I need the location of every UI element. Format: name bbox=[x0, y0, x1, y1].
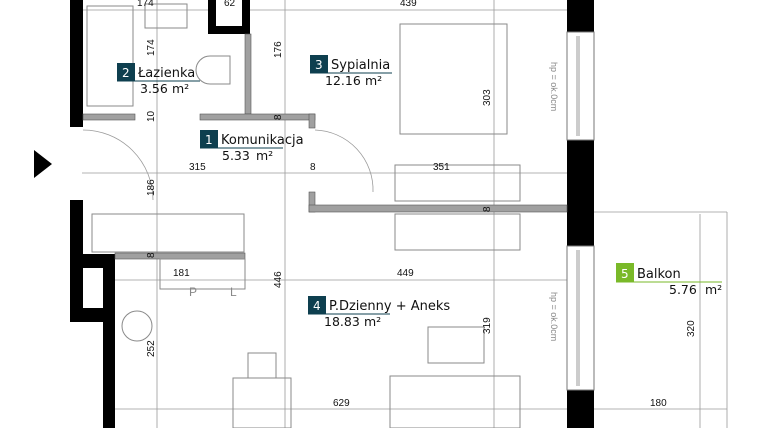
dim-label: 303 bbox=[482, 89, 493, 106]
room-label-sypialnia: 3 Sypialnia 12.16 m² bbox=[310, 55, 392, 88]
svg-text:2: 2 bbox=[122, 66, 130, 80]
svg-text:1: 1 bbox=[205, 133, 213, 147]
svg-text:Komunikacja: Komunikacja bbox=[221, 133, 304, 148]
windows bbox=[566, 31, 595, 391]
svg-text:m²: m² bbox=[172, 81, 189, 96]
dim-label: 8 bbox=[482, 206, 493, 212]
dim-label: 174 bbox=[146, 39, 157, 56]
svg-text:m²: m² bbox=[364, 314, 381, 329]
room-label-komunikacja: 1 Komunikacja 5.33 m² bbox=[200, 130, 304, 163]
furniture bbox=[82, 3, 521, 428]
dim-label: 8 bbox=[273, 114, 284, 120]
svg-text:m²: m² bbox=[705, 282, 722, 297]
bed bbox=[399, 23, 508, 135]
coffee-table bbox=[427, 326, 485, 364]
svg-text:5: 5 bbox=[621, 267, 629, 281]
svg-text:4: 4 bbox=[313, 299, 321, 313]
room-label-lazienka: 2 Łazienka 3.56 m² bbox=[117, 63, 200, 96]
svg-text:m²: m² bbox=[256, 148, 273, 163]
dim-label: 10 bbox=[146, 110, 157, 122]
svg-text:18.83: 18.83 bbox=[324, 314, 360, 329]
svg-text:m²: m² bbox=[365, 73, 382, 88]
tv-cabinet bbox=[394, 164, 521, 202]
dim-label: 186 bbox=[146, 179, 157, 196]
exterior-walls bbox=[70, 0, 594, 428]
window-note: hp = ok.0cm bbox=[549, 292, 559, 341]
chair bbox=[247, 352, 277, 379]
entrance-arrow-icon bbox=[34, 150, 52, 178]
dim-label: 176 bbox=[273, 41, 284, 58]
dim-label: 319 bbox=[482, 317, 493, 334]
wardrobe bbox=[91, 213, 245, 253]
svg-text:3.56: 3.56 bbox=[140, 81, 168, 96]
dim-label: 8 bbox=[310, 162, 316, 173]
svg-text:P.Dzienny + Aneks: P.Dzienny + Aneks bbox=[329, 299, 450, 314]
bathtub bbox=[86, 5, 134, 107]
svg-text:5.76: 5.76 bbox=[669, 282, 697, 297]
door-swing bbox=[314, 129, 374, 193]
cabinet bbox=[394, 213, 521, 251]
fridge-label-l: L bbox=[230, 285, 237, 299]
toilet bbox=[195, 55, 231, 85]
dim-label: 8 bbox=[146, 252, 157, 258]
svg-text:5.33: 5.33 bbox=[222, 148, 250, 163]
sink bbox=[121, 310, 153, 342]
svg-text:Sypialnia: Sypialnia bbox=[331, 58, 390, 73]
svg-text:Balkon: Balkon bbox=[637, 267, 681, 282]
dimension-labels: 174 62 439 174 176 303 10 8 315 8 351 18… bbox=[137, 0, 697, 409]
dim-label: 180 bbox=[650, 398, 667, 409]
room-label-balkon: 5 Balkon 5.76 m² bbox=[616, 263, 722, 297]
dim-label: 351 bbox=[433, 162, 450, 173]
dim-label: 181 bbox=[173, 268, 190, 279]
fridge-label-p: P bbox=[189, 285, 197, 299]
dim-label: 174 bbox=[137, 0, 154, 9]
dining-table bbox=[232, 377, 292, 428]
dim-label: 439 bbox=[400, 0, 417, 9]
svg-text:Łazienka: Łazienka bbox=[137, 66, 195, 81]
dim-label: 629 bbox=[333, 398, 350, 409]
dim-label: 315 bbox=[189, 162, 206, 173]
sofa bbox=[389, 375, 521, 428]
dim-label: 449 bbox=[397, 268, 414, 279]
dim-label: 62 bbox=[224, 0, 236, 9]
partition-walls bbox=[82, 33, 568, 260]
svg-text:3: 3 bbox=[315, 58, 323, 72]
door-swing bbox=[82, 129, 154, 201]
svg-text:12.16: 12.16 bbox=[325, 73, 361, 88]
dim-label: 252 bbox=[146, 340, 157, 357]
washbasin bbox=[144, 3, 188, 29]
fridge bbox=[159, 258, 246, 290]
window-note: hp = ok.0cm bbox=[549, 62, 559, 111]
room-label-p-dzienny-aneks: 4 P.Dzienny + Aneks 18.83 m² bbox=[308, 296, 450, 329]
dim-label: 320 bbox=[686, 320, 697, 337]
dim-label: 446 bbox=[273, 271, 284, 288]
